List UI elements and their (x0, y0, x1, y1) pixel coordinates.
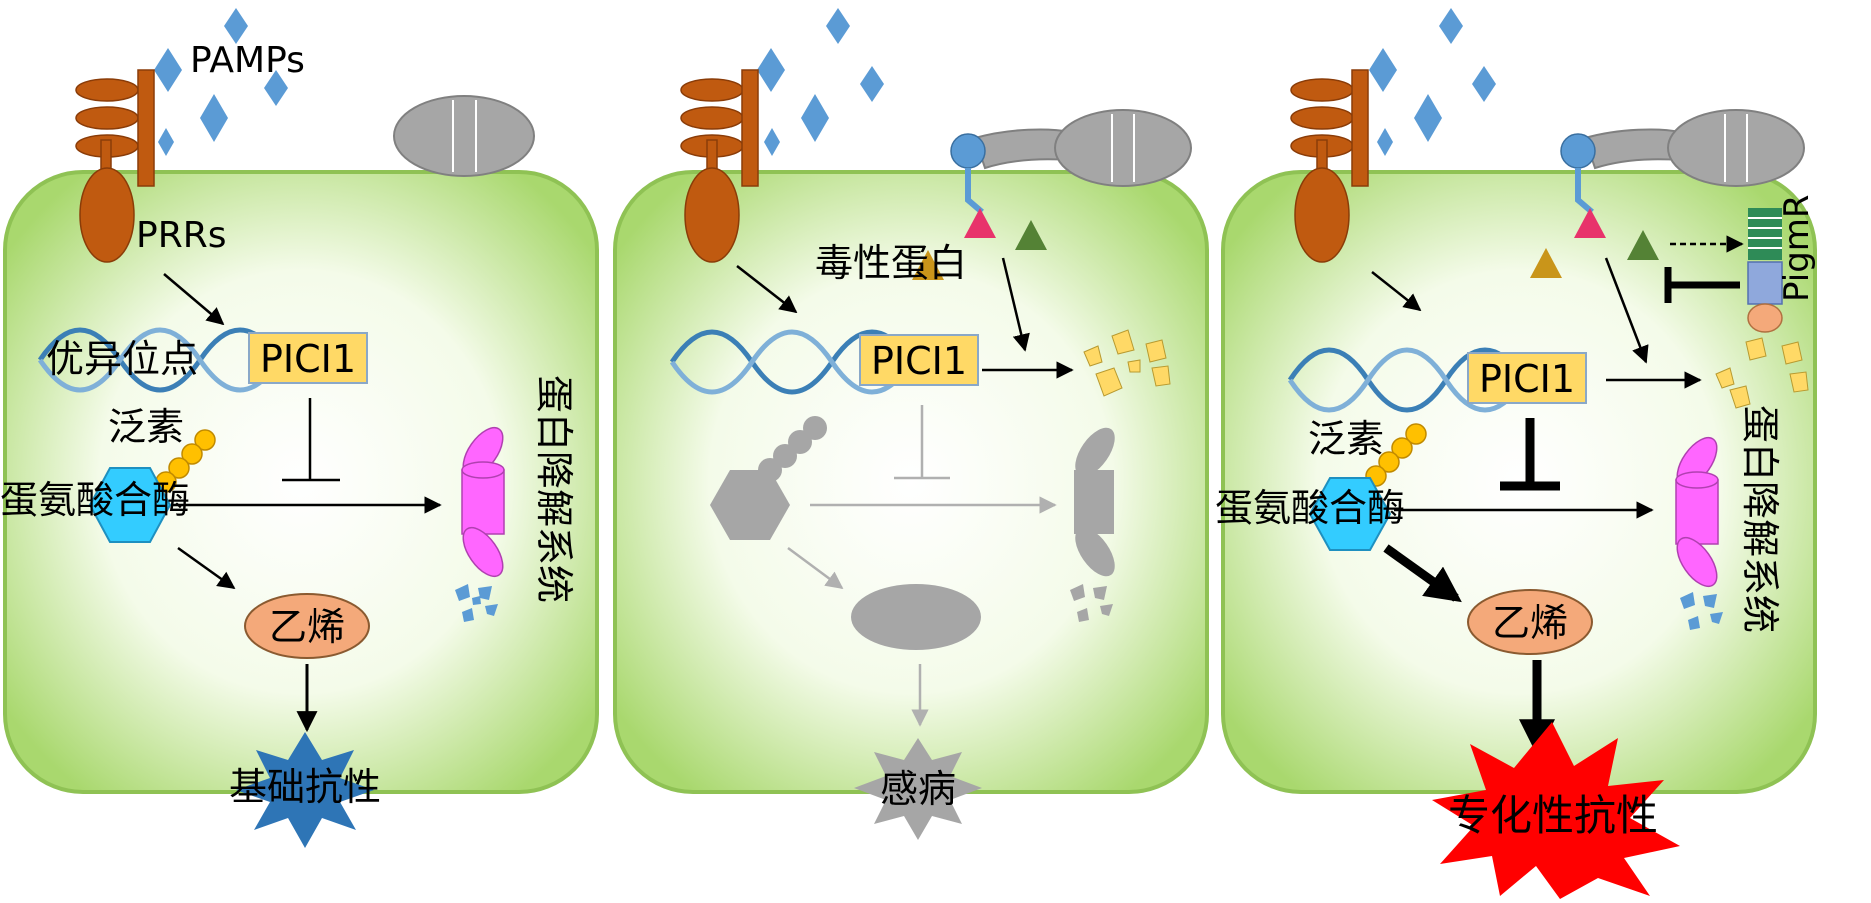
membrane-complex-3 (1560, 109, 1805, 215)
inhibition-pici1-2 (894, 405, 950, 480)
arrow-to-ethylene-2 (787, 546, 844, 590)
arrow-effector-to-pici1 (1604, 257, 1649, 364)
basal-resistance-label: 基础抗性 (229, 765, 381, 809)
degraded-fragments-1 (455, 584, 498, 622)
susceptibility-label: 感病 (880, 767, 956, 811)
ethylene-node-1 (244, 593, 370, 659)
methionine-synthase-3 (1308, 477, 1392, 551)
arrow-prr-to-locus-2 (736, 265, 798, 314)
pamps-label: PAMPs (190, 40, 305, 81)
pamp-molecules-1 (154, 8, 288, 156)
prrs-label: PRRs (136, 215, 227, 256)
specific-resistance-label: 专化性抗性 (1448, 791, 1658, 840)
inhibition-pici1-3 (1500, 418, 1560, 491)
ubiquitin-chain-3 (1365, 423, 1427, 487)
ethylene-label-1: 乙烯 (269, 605, 345, 649)
susceptibility-burst (854, 738, 982, 840)
pici1-gene-label-3: PICI1 (1479, 357, 1575, 401)
prr-receptor-1 (75, 69, 155, 263)
dna-helix-2 (669, 329, 915, 395)
enzyme-label-1: 蛋氨酸合酶 (0, 478, 190, 522)
ubiquitin-label-3: 泛素 (1308, 417, 1384, 461)
prr-receptor-3 (1290, 69, 1369, 263)
inhibition-pici1-1 (282, 398, 340, 482)
pici1-gene-box-1 (248, 332, 368, 384)
effector-gold-2 (912, 250, 944, 280)
effector-magenta-2 (964, 208, 996, 238)
effector-green-3 (1627, 230, 1659, 260)
elite-locus-label: 优异位点 (46, 337, 198, 381)
proteasome-1 (461, 426, 505, 578)
dna-helix-3 (1287, 347, 1527, 413)
ubiquitin-label-1: 泛素 (108, 405, 184, 449)
effector-green-2 (1015, 220, 1047, 250)
methionine-synthase-2 (710, 470, 790, 540)
methionine-synthase-1 (88, 467, 172, 543)
degraded-pici1-fragments-3 (1715, 337, 1809, 409)
arrow-prr-to-locus-3 (1371, 271, 1422, 312)
degraded-fragments-3 (1680, 592, 1723, 630)
degraded-fragments-2 (1070, 584, 1113, 622)
effector-gold-3 (1530, 248, 1562, 278)
arrow-to-ethylene-1 (177, 546, 236, 590)
pici1-gene-box-2 (859, 334, 979, 386)
panel-3-specific-resistance: PigmR PICI1 泛素 (1215, 8, 1817, 899)
basal-resistance-burst (236, 732, 374, 848)
degraded-pici1-fragments-2 (1083, 329, 1171, 397)
pigmr-receptor (1747, 208, 1783, 333)
arrow-effector-down (1001, 257, 1030, 352)
effector-label: 毒性蛋白 (815, 241, 967, 285)
membrane-complex-1 (393, 95, 535, 177)
proteasome-2 (1074, 427, 1115, 577)
inhibition-pigmr-to-effector (1664, 267, 1740, 303)
arrow-to-ethylene-3 (1383, 544, 1462, 603)
proteasome-label-3: 蛋白降解系统 (1738, 405, 1782, 633)
pici1-gene-label-2: PICI1 (871, 339, 967, 383)
membrane-complex-2 (950, 109, 1192, 215)
ethylene-label-3: 乙烯 (1492, 601, 1568, 645)
pici1-gene-box-3 (1467, 352, 1587, 404)
prr-receptor-2 (680, 69, 759, 263)
arrow-prr-to-locus-1 (163, 273, 225, 326)
panel-1-basal-resistance: PAMPs PRRs 优异位点 PICI1 (0, 8, 599, 848)
pamp-molecules-2 (757, 8, 884, 156)
ubiquitin-chain-1 (155, 429, 216, 493)
ethylene-node-3 (1467, 589, 1593, 655)
proteasome-label-1: 蛋白降解系统 (532, 375, 576, 603)
pigmr-label: PigmR (1777, 194, 1817, 302)
panel-2-susceptibility: 毒性蛋白 PICI1 (613, 8, 1209, 840)
dna-helix-1 (37, 327, 283, 393)
pamp-molecules-3 (1369, 8, 1496, 156)
pici1-gene-label-1: PICI1 (260, 337, 356, 381)
proteasome-3 (1675, 436, 1719, 588)
ethylene-node-2 (851, 584, 981, 650)
effector-magenta-3 (1574, 208, 1606, 238)
enzyme-label-3: 蛋氨酸合酶 (1215, 486, 1405, 530)
specific-resistance-burst (1432, 722, 1680, 899)
